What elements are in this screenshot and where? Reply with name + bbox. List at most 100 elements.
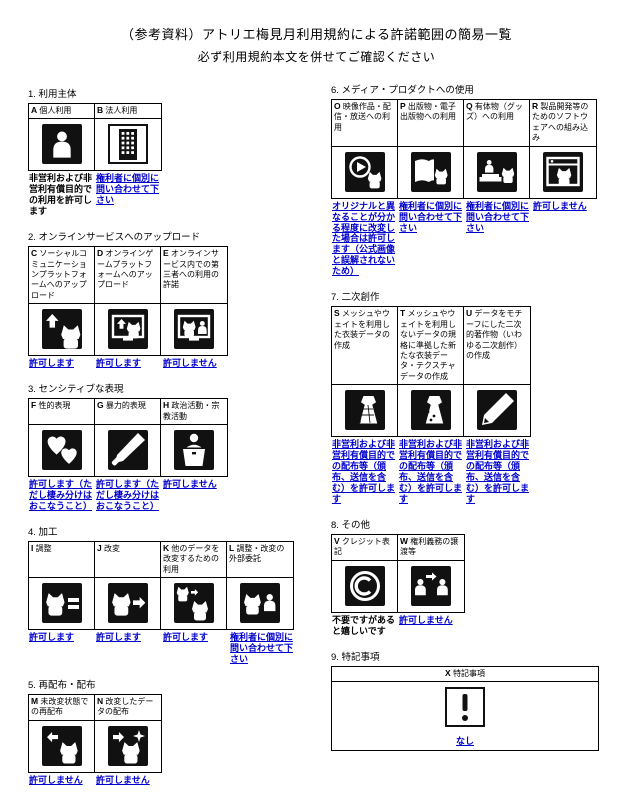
item-icon-cell [398,385,464,437]
item-code: C [31,248,38,259]
item-header-H: H 政治活動・宗教活動 [161,399,227,425]
item-code: Q [466,101,473,111]
item-status-N[interactable]: 許可しません [96,774,150,785]
item-code: L [229,542,235,553]
item-icon-cell [161,578,227,630]
item-code: B [97,105,104,115]
item-header-S: S メッシュやウェイトを利用した衣装データの作成 [332,307,398,386]
item-code: T [400,308,406,319]
item-status-X[interactable]: なし [455,736,474,746]
item-status-E[interactable]: 許可しません [163,358,217,369]
item-status-F[interactable]: 許可します（ただし棲み分けはおこなうこと） [29,478,93,511]
item-status-R[interactable]: 許可しません [533,200,587,211]
item-code: X [445,667,451,678]
upload-social-icon [41,309,82,350]
item-icon-cell [161,304,227,355]
item-status-L[interactable]: 権利者に個別に問い合わせて下さい [230,632,294,664]
item-code: H [163,400,170,411]
section-title: 7. 二次創作 [331,292,380,304]
item-label: データをモチーフにした二次的著作物（いわゆる二次創作）の作成 [466,309,523,360]
item-label: 調整・改変の外部委託 [229,543,285,564]
item-status-P[interactable]: 権利者に個別に問い合わせて下さい [399,200,463,233]
service-license-icon [174,309,214,350]
section-title: 3. センシティブな表現 [28,384,124,396]
item-header-W: W 権利義務の譲渡等 [398,535,464,561]
item-icon-cell [95,119,161,170]
document-subtitle: 必ず利用規約本文を併せてご確認ください [197,50,436,64]
item-status-S[interactable]: 非営利および非営利有償目的での配布等（頒布、送信を含む）を許可します [332,439,396,504]
item-status-Q[interactable]: 権利者に個別に問い合わせて下さい [466,200,530,233]
section-title: 8. その他 [331,519,371,531]
item-header-N: N 改変したデータの配布 [95,695,161,721]
item-header-E: E オンラインサービス内での第三者への利用の許諾 [161,247,227,305]
item-icon-cell [29,119,95,171]
item-label: 性的表現 [38,401,71,411]
item-label: 調整 [35,543,52,553]
item-header-X: X 特記事項 [332,667,598,682]
redistribute-icon [41,725,82,766]
item-label: 出版物・電子出版物への利用 [400,102,456,122]
item-label: オンラインサービス内での第三者への利用の許諾 [163,249,219,290]
item-status-B[interactable]: 権利者に個別に問い合わせて下さい [96,173,160,206]
item-header-L: L 調整・改変の外部委託 [227,542,293,579]
item-label: 改変したデータの配布 [97,696,154,717]
item-status-K[interactable]: 許可します [163,632,209,643]
item-icon-cell [332,385,398,437]
item-status-J[interactable]: 許可します [96,632,142,643]
item-header-M: M 未改変状態での再配布 [29,694,95,721]
item-icon-cell [332,682,598,733]
item-label: 権利義務の譲渡等 [400,536,459,557]
item-icon-cell [227,578,293,629]
item-status-D[interactable]: 許可します [96,358,142,369]
item-label: メッシュやウェイトを利用しないデータの規格に準拠した新たな衣装データ・テクスチャ… [400,309,456,381]
item-code: V [334,535,340,546]
item-status-W[interactable]: 許可しません [399,614,453,625]
adjust-icon [41,583,82,624]
section-title: 2. オンラインサービスへのアップロード [28,232,201,244]
section-online-upload: 2. オンラインサービスへのアップロード C ソーシャルコミュニケーションプラット… [28,229,318,369]
upload-game-icon [107,309,148,350]
transfer-icon [411,565,451,606]
item-code: M [31,695,39,706]
item-status-G[interactable]: 許可します（ただし棲み分けはおこなうこと） [96,478,160,511]
item-icon-cell [95,721,161,772]
modify-icon [107,583,148,624]
item-status-C[interactable]: 許可します [29,358,75,369]
item-label: 特記事項 [452,668,485,678]
item-icon-cell [332,560,398,612]
item-status-I[interactable]: 許可します [29,632,75,643]
modify-other-icon [173,583,214,624]
document-header: （参考資料）アトリエ梅見月利用規約による許諾範囲の簡易一覧 必ず利用規約本文を併… [0,24,633,65]
item-status-T[interactable]: 非営利および非営利有償目的での配布等（頒布、送信を含む）を許可します [399,439,463,504]
item-label: ソーシャルコミュニケーションプラットフォームへのアップロード [31,249,88,300]
item-status-U[interactable]: 非営利および非営利有償目的での配布等（頒布、送信を含む）を許可します [466,439,530,504]
item-label: 個人利用 [39,106,72,115]
item-header-F: F 性的表現 [29,399,95,425]
video-icon [344,151,385,192]
permission-table: X 特記事項なし [331,665,599,751]
item-code: N [97,695,104,706]
section-title: 1. 利用主体 [28,89,77,100]
status-row: 許可します（ただし棲み分けはおこなうこと）許可します（ただし棲み分けはおこなうこ… [28,477,318,512]
item-code: P [400,101,406,111]
item-header-G: G 暴力的表現 [95,399,161,425]
exclamation-icon [445,687,485,727]
item-status-H[interactable]: 許可しません [163,478,217,489]
item-status-M[interactable]: 許可しません [29,774,83,785]
item-header-U: U データをモチーフにした二次的著作物（いわゆる二次創作）の作成 [464,307,530,386]
book-icon [410,151,451,192]
item-icon-cell [398,561,464,612]
item-icon-cell [29,424,95,476]
item-label: 暴力的表現 [105,401,146,411]
item-status-O[interactable]: オリジナルと異なることが分かる程度に改変した場合は許可します（公式画像と誤解され… [332,200,396,277]
